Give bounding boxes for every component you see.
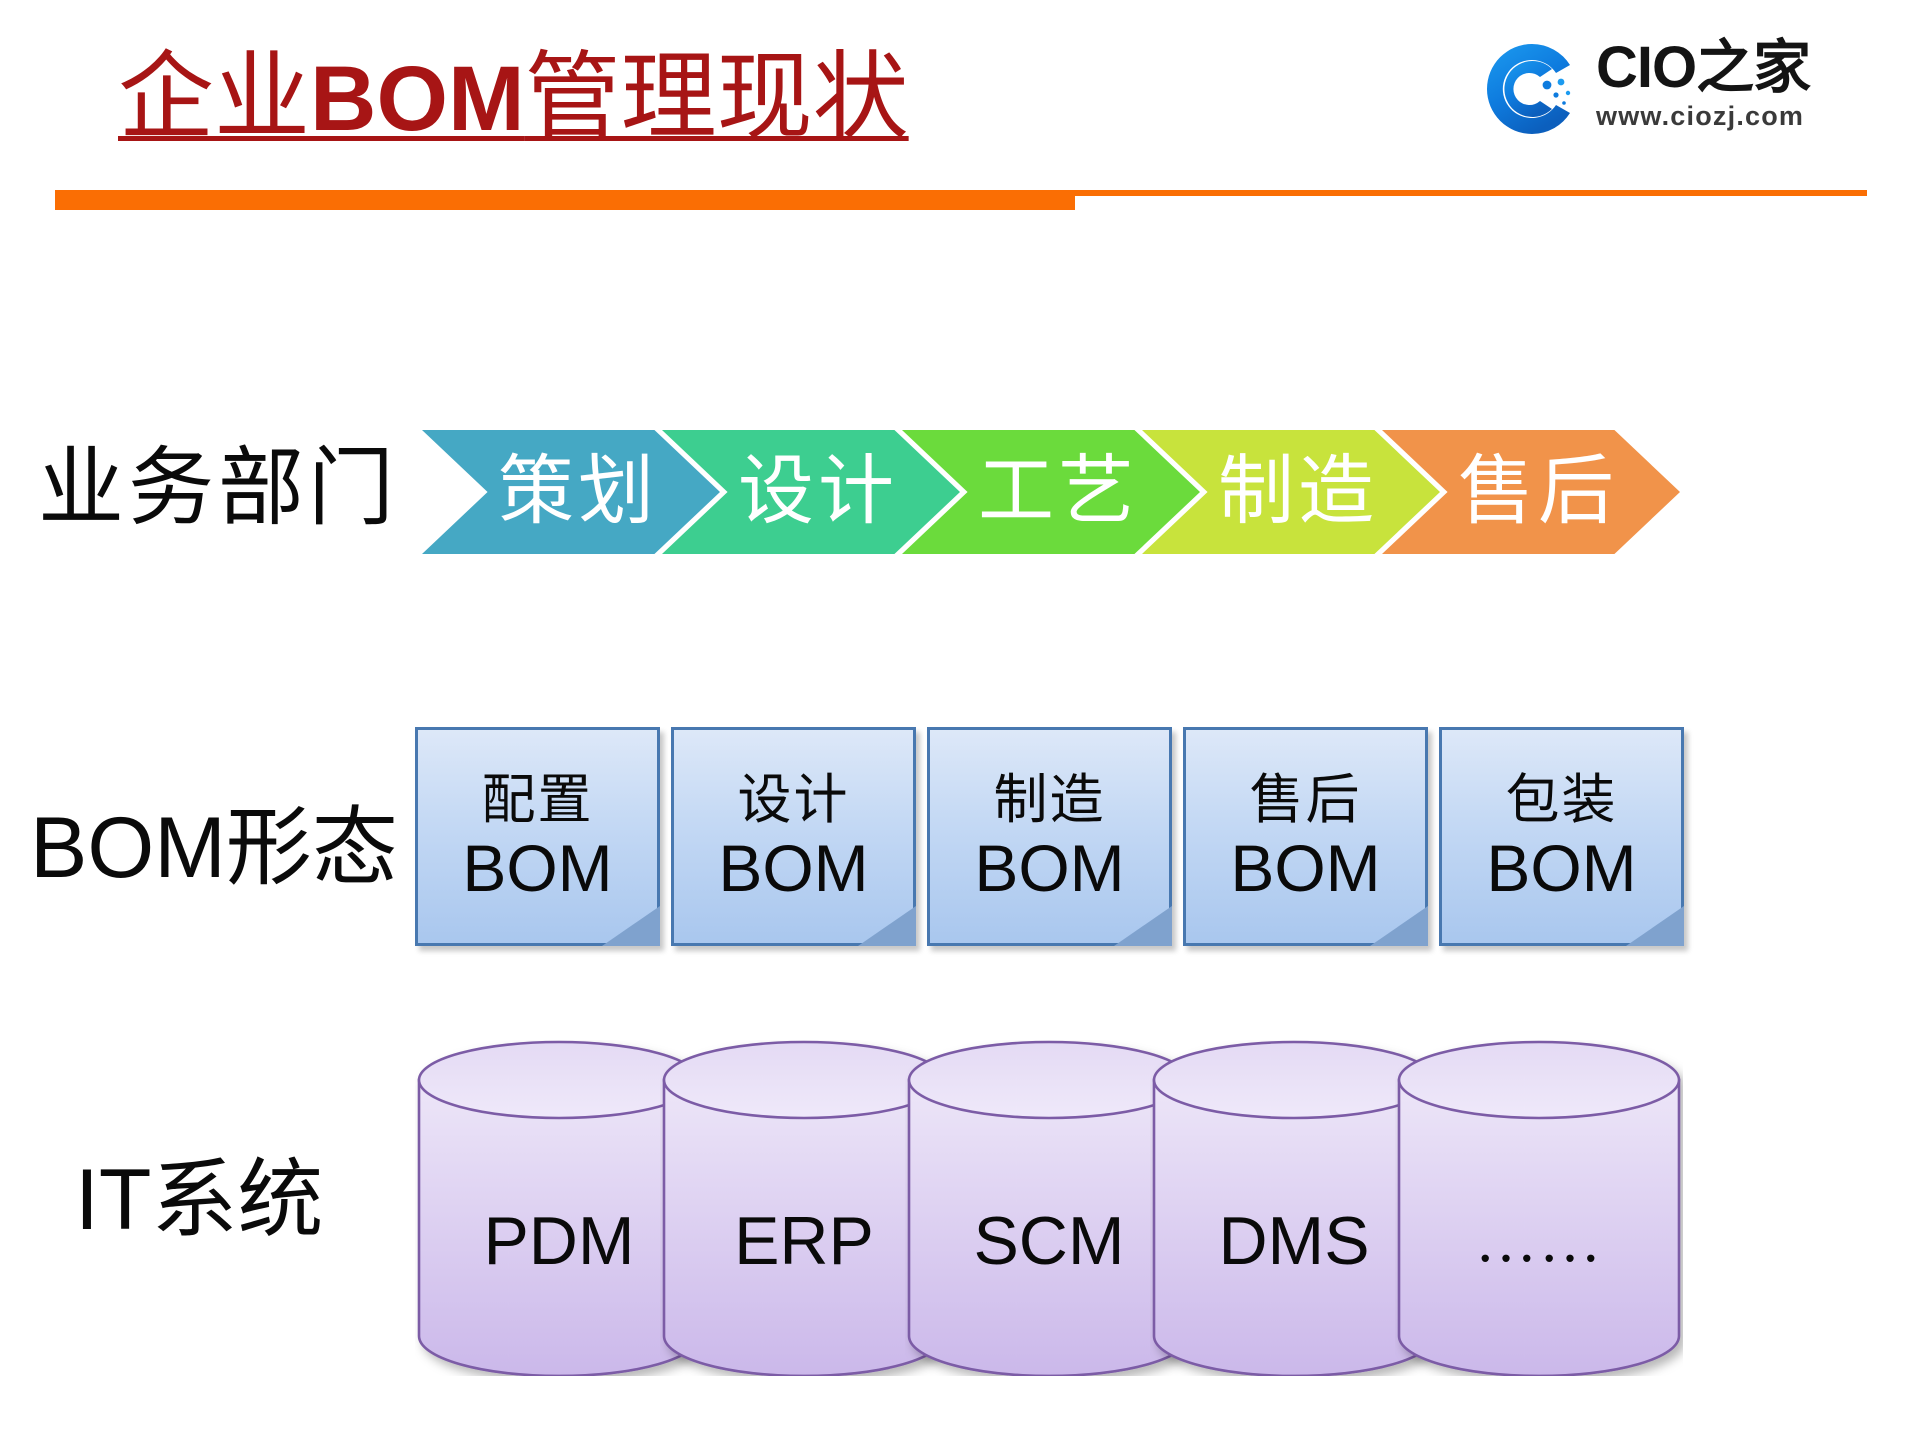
row-label-bom-cn: 形态: [225, 800, 398, 896]
row-label-it-systems: IT系统: [75, 1152, 323, 1248]
bom-card-configuration-cn: 配置: [481, 769, 594, 830]
cio-circular-c-logo-icon: [1484, 41, 1580, 137]
brand-url: www.ciozj.com: [1596, 101, 1805, 131]
bom-card-configuration-en: BOM: [462, 830, 613, 905]
bom-card-packaging[interactable]: 包装 BOM: [1439, 727, 1684, 946]
bom-card-design-en: BOM: [718, 830, 869, 905]
page-title-cn-suffix: 管理现状: [524, 44, 909, 151]
chevron-planning[interactable]: 策划: [422, 430, 720, 554]
bom-card-manufacturing[interactable]: 制造 BOM: [927, 727, 1172, 946]
chevron-manufacturing-label: 制造: [1218, 450, 1378, 534]
cylinder-scm-label: SCM: [973, 1203, 1125, 1279]
row-label-it-cn: 系统: [151, 1152, 324, 1248]
brand-logo-text: CIO之家 www.ciozj.com: [1596, 37, 1886, 132]
page-fold-corner-icon: [1370, 906, 1428, 946]
it-system-cylinders: PDM ERP SCM: [415, 1040, 1920, 1380]
bom-card-design[interactable]: 设计 BOM: [671, 727, 916, 946]
bom-card-packaging-cn: 包装: [1505, 769, 1618, 830]
bom-card-aftersales-en: BOM: [1230, 830, 1381, 905]
page-fold-corner-icon: [1114, 906, 1172, 946]
title-divider-thick-bar: [55, 190, 1075, 210]
cylinder-scm[interactable]: SCM: [905, 1040, 1193, 1376]
page-title-text: 企业BOM管理现状: [118, 44, 909, 151]
cylinder-erp-label: ERP: [734, 1203, 874, 1279]
row-label-departments: 业务部门: [38, 440, 398, 536]
bom-card-aftersales-cn: 售后: [1249, 769, 1362, 830]
cylinder-pdm[interactable]: PDM: [415, 1040, 703, 1376]
department-flow: 策划 设计 工艺 制造 售后: [422, 430, 1920, 554]
bom-card-packaging-en: BOM: [1486, 830, 1637, 905]
brand-logo[interactable]: CIO之家 www.ciozj.com: [1484, 35, 1884, 140]
row-label-bom-forms: BOM形态: [30, 800, 398, 896]
bom-form-cards: 配置 BOM 设计 BOM 制造 BOM 售后 BOM 包装 BOM: [415, 727, 1920, 955]
cylinder-pdm-label: PDM: [483, 1203, 635, 1279]
cylinder-more[interactable]: ……: [1395, 1040, 1683, 1376]
bom-card-configuration[interactable]: 配置 BOM: [415, 727, 660, 946]
bom-card-aftersales[interactable]: 售后 BOM: [1183, 727, 1428, 946]
bom-card-design-cn: 设计: [737, 769, 850, 830]
row-label-bom-latin: BOM: [30, 800, 226, 896]
chevron-design-label: 设计: [738, 450, 898, 534]
page-fold-corner-icon: [1626, 906, 1684, 946]
page-fold-corner-icon: [858, 906, 916, 946]
row-label-it-latin: IT: [75, 1152, 152, 1248]
cylinder-dms-label: DMS: [1218, 1203, 1370, 1279]
page-fold-corner-icon: [602, 906, 660, 946]
brand-name: CIO之家: [1596, 37, 1886, 99]
chevron-aftersales-label: 售后: [1458, 450, 1618, 534]
chevron-process-label: 工艺: [978, 450, 1138, 534]
bom-card-manufacturing-cn: 制造: [993, 769, 1106, 830]
page-title-latin: BOM: [310, 48, 525, 150]
chevron-planning-label: 策划: [498, 450, 658, 534]
brand-name-cn: 之家: [1696, 35, 1811, 100]
cylinder-dms[interactable]: DMS: [1150, 1040, 1438, 1376]
brand-name-latin: CIO: [1596, 35, 1697, 100]
bom-card-manufacturing-en: BOM: [974, 830, 1125, 905]
page-title: 企业BOM管理现状: [118, 46, 909, 151]
cylinder-more-label: ……: [1475, 1207, 1603, 1275]
page-title-cn-prefix: 企业: [118, 44, 310, 151]
